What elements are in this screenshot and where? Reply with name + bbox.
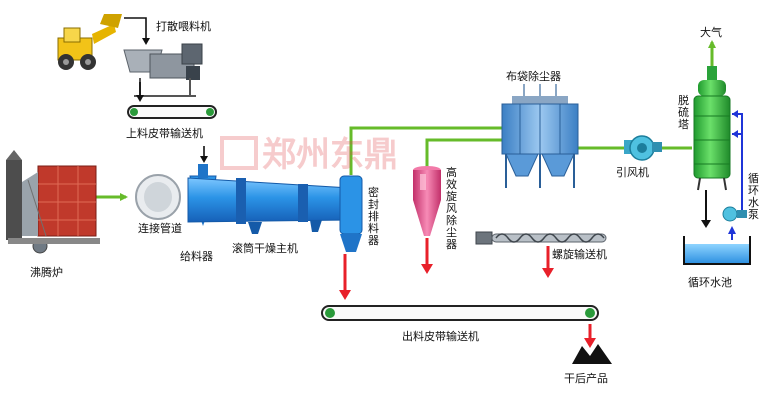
boiling-furnace (6, 150, 100, 254)
loader (57, 14, 122, 70)
product-pile (572, 344, 612, 364)
label-boiler: 沸腾炉 (30, 265, 63, 279)
label-cyclone: 高效旋风除尘器 (446, 165, 457, 251)
water-arrowheads (728, 110, 738, 234)
label-pump: 循环水泵 (748, 172, 759, 221)
screw-conveyor (475, 231, 607, 245)
circulation-pool (683, 236, 751, 265)
product-flow-arrows (339, 238, 596, 348)
label-feed-device: 给料器 (180, 249, 213, 263)
label-fan: 引风机 (616, 165, 649, 179)
label-bag-filter: 布袋除尘器 (506, 69, 561, 83)
label-seal: 密封排料器 (368, 185, 379, 247)
label-atmosphere: 大气 (700, 25, 722, 39)
pump-to-tower-water-line (732, 113, 743, 214)
label-inlet-belt: 上料皮带输送机 (126, 126, 203, 140)
label-screw-conveyor: 螺旋输送机 (552, 247, 607, 261)
inlet-belt-conveyor (127, 105, 217, 119)
outlet-belt-conveyor (321, 305, 599, 321)
cyclone-dust-collector (413, 166, 441, 236)
desulfurization-tower (693, 66, 731, 191)
cyclone-to-bag-gas-line (425, 138, 502, 168)
connecting-pipe (135, 174, 181, 220)
bag-filter (501, 84, 579, 188)
watermark-text: 郑州东鼎 (262, 135, 398, 175)
label-dryer: 滚筒干燥主机 (232, 241, 298, 255)
label-pool: 循环水池 (688, 276, 732, 289)
sealed-discharge-unit (339, 175, 363, 252)
induced-draft-fan (624, 135, 662, 161)
material-arrows (124, 17, 208, 163)
label-feeder: 打散喂料机 (156, 19, 211, 33)
feeder-machine (123, 43, 203, 97)
tower-drain-arrow (701, 190, 711, 228)
label-tower: 脱硫塔 (678, 93, 689, 131)
label-connecting-pipe: 连接管道 (138, 221, 182, 235)
circulation-pump (722, 206, 747, 222)
rotary-dryer-drum (187, 177, 351, 234)
label-product: 干后产品 (564, 371, 608, 385)
seal-to-bag-gas-line (349, 126, 502, 175)
labels: 打散喂料机 上料皮带输送机 连接管道 给料器 滚筒干燥主机 沸腾炉 布袋除尘器 … (30, 19, 759, 385)
label-outlet-belt: 出料皮带输送机 (402, 329, 479, 343)
watermark: 郑州东鼎 (220, 135, 398, 175)
